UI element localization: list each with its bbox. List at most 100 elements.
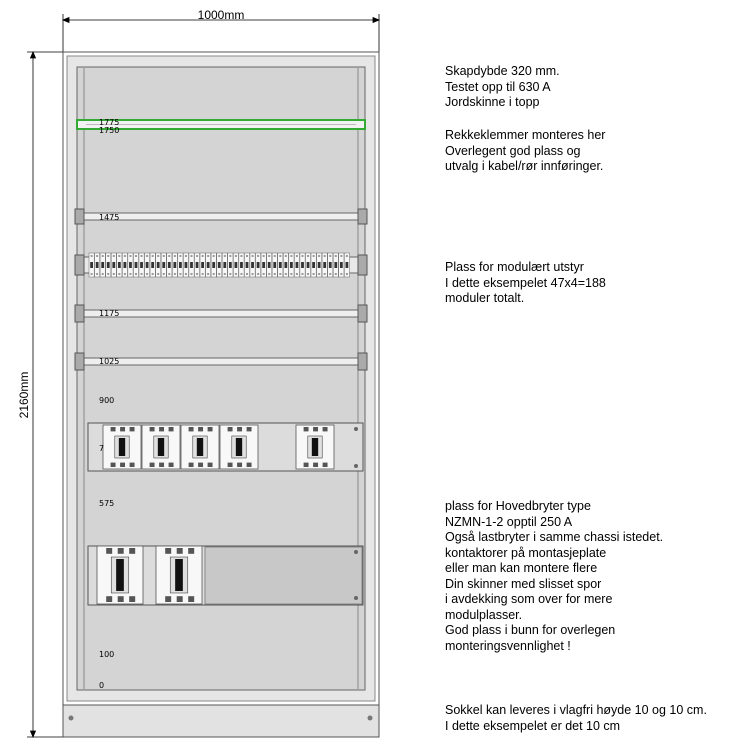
note-line: Rekkeklemmer monteres her [445,128,606,142]
note-line: utvalg i kabel/rør innføringer. [445,159,604,173]
note-main-switch: plass for Hovedbryter type NZMN-1-2 oppt… [445,499,663,654]
modular-breaker [194,252,200,278]
modular-breakers [88,252,350,278]
din-rail-1175 [74,304,368,323]
modular-breaker [155,252,162,278]
scale-mark: 575 [99,499,114,508]
plinth [62,704,380,738]
switch-unit [141,424,181,470]
modular-breaker [110,252,117,278]
modular-breaker [327,252,334,278]
note-line: kontaktorer på montasjeplate [445,545,607,560]
din-rail-1475 [74,208,368,225]
modular-breaker [122,252,128,278]
modular-breaker [260,252,267,278]
modular-breaker [216,252,223,278]
din-rail-1025 [74,352,368,371]
modular-breaker [188,252,195,278]
modular-breaker [233,252,239,278]
modular-breaker [144,252,150,278]
note-plinth: Sokkel kan leveres i vlagfri høyde 10 og… [445,703,707,734]
note-line: modulplasser. [445,607,523,622]
note-line: NZMN-1-2 opptil 250 A [445,514,573,529]
modular-breaker [160,252,167,278]
modular-breaker [210,252,217,278]
note-line: plass for Hovedbryter type [445,499,591,513]
scale-mark: 1775 [99,118,119,127]
note-line: Også lastbryter i samme chassi istedet. [445,530,664,544]
switch-unit [180,424,220,470]
note-terminals: Rekkeklemmer monteres her Overlegent god… [445,128,605,175]
note-line: God plass i bunn for overlegen [445,623,616,637]
modular-breaker [244,252,250,278]
modular-breaker [277,252,284,278]
modular-breaker [221,252,228,278]
scale-mark: 7 [99,444,104,453]
modular-breaker [94,252,101,278]
scale-mark: 1025 [99,357,119,366]
modular-breaker [249,252,256,278]
modular-breaker [199,252,206,278]
note-line: I dette eksempelet er det 10 cm [445,718,621,733]
modular-breaker [183,252,189,278]
modular-breaker [172,252,178,278]
note-line: moduler totalt. [445,291,525,305]
modular-breaker [299,252,306,278]
modular-breaker [149,252,156,278]
modular-breaker [338,252,345,278]
modular-breaker [288,252,295,278]
modular-breaker [133,252,139,278]
note-line: Overlegent god plass og [445,143,581,158]
modular-breaker [305,252,311,278]
modular-breaker [255,252,261,278]
scale-labels: 1775 1750 1475 1175 1025 900 7 575 100 0 [99,118,119,690]
switch-unit [295,424,335,470]
scale-mark: 900 [99,396,114,405]
load-switches [102,424,335,470]
switch-unit [219,424,259,470]
switch-unit [155,545,203,605]
modular-breaker [294,252,300,278]
modular-breaker [283,252,289,278]
width-dimension [61,14,381,52]
note-line: Skapdybde 320 mm. [445,64,560,78]
modular-breaker [116,252,123,278]
scale-mark: 1175 [99,309,119,318]
height-dimension [27,50,63,739]
modular-breaker [332,252,339,278]
note-line: eller man kan montere flere [445,561,598,575]
note-line: i avdekking som over for mere [445,592,613,606]
modular-breaker [271,252,278,278]
modular-breaker [321,252,328,278]
modular-breaker [166,252,173,278]
note-line: Plass for modulært utstyr [445,260,584,274]
modular-breaker [344,252,350,278]
modular-breaker [88,252,95,278]
modular-breaker [138,252,145,278]
note-line: Jordskinne i topp [445,95,540,109]
scale-mark: 1475 [99,213,119,222]
modular-breaker [227,252,234,278]
scale-mark: 0 [99,681,104,690]
modular-breaker [266,252,273,278]
scale-mark: 1750 [99,126,119,135]
modular-breaker [99,252,106,278]
note-line: Testet opp til 630 A [445,79,551,94]
switch-unit [96,545,144,605]
note-line: Din skinner med slisset spor [445,576,602,591]
note-cabinet: Skapdybde 320 mm. Testet opp til 630 A J… [445,64,560,111]
ground-rail [76,119,366,130]
note-line: monteringsvennlighet ! [445,638,571,653]
width-label: 1000mm [198,8,245,22]
modular-breaker [238,252,245,278]
modular-breaker [316,252,322,278]
modular-breaker [177,252,184,278]
switch-unit [102,424,142,470]
modular-breaker [310,252,317,278]
modular-breaker [127,252,134,278]
note-modular: Plass for modulært utstyr I dette eksemp… [445,260,606,307]
height-label: 2160mm [17,372,31,419]
note-line: I dette eksempelet 47x4=188 [445,275,606,290]
modular-breaker [105,252,112,278]
